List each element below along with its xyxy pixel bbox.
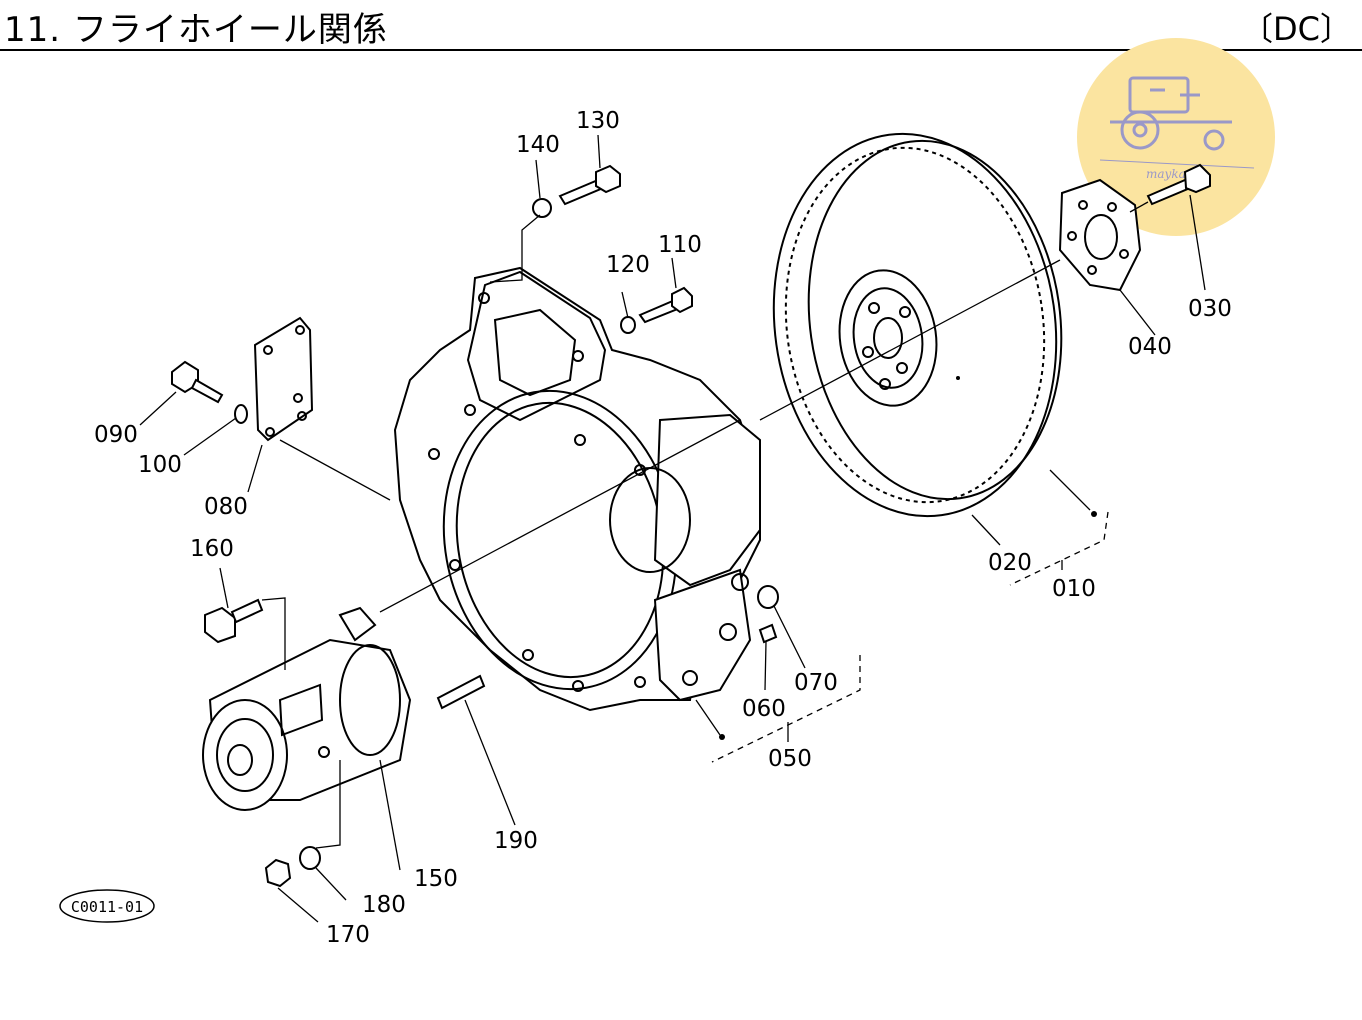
tractor-icon: [1110, 76, 1232, 151]
flywheel-housing: [393, 266, 761, 712]
bolt-030: [1146, 163, 1211, 206]
part-label-030: 030: [1188, 296, 1232, 322]
bolt-130: [532, 164, 621, 218]
starter-motor: [202, 606, 412, 811]
part-label-060: 060: [742, 696, 786, 722]
part-label-140: 140: [516, 132, 560, 158]
dowel-pin: [757, 585, 779, 644]
part-label-160: 160: [190, 536, 234, 562]
cover-plate: [253, 316, 314, 442]
part-label-080: 080: [204, 494, 248, 520]
part-label-020: 020: [988, 550, 1032, 576]
nut-washer: [264, 846, 321, 888]
leader-lines: [139, 134, 1206, 923]
bolt-110: [620, 286, 693, 334]
part-label-150: 150: [414, 866, 458, 892]
page-header: 11. フライホイール関係 〔DC〕: [0, 0, 1362, 52]
part-label-110: 110: [658, 232, 702, 258]
part-label-070: 070: [794, 670, 838, 696]
stud-bolt: [436, 674, 486, 710]
part-labels: 010 020 030 040 050 060 070 080 090 100 …: [94, 108, 1232, 948]
part-label-090: 090: [94, 422, 138, 448]
part-label-170: 170: [326, 922, 370, 948]
diagram-code: C0011-01: [71, 898, 143, 916]
part-label-180: 180: [362, 892, 406, 918]
bolt-160: [204, 598, 264, 644]
model-code: 〔DC〕: [1241, 10, 1352, 48]
watermark-logo: mayka: [1077, 38, 1275, 236]
bolt-090: [171, 360, 248, 424]
part-label-190: 190: [494, 828, 538, 854]
header-rule: [0, 49, 1362, 51]
flywheel: [772, 132, 1063, 518]
part-label-120: 120: [606, 252, 650, 278]
part-label-050: 050: [768, 746, 812, 772]
flywheel-plate: [1058, 178, 1142, 292]
part-label-130: 130: [576, 108, 620, 134]
watermark-text: mayka: [1146, 167, 1186, 181]
part-label-040: 040: [1128, 334, 1172, 360]
part-label-100: 100: [138, 452, 182, 478]
part-label-010: 010: [1052, 576, 1096, 602]
page-title: 11. フライホイール関係: [4, 10, 388, 50]
diagram-code-badge: C0011-01: [59, 889, 155, 923]
